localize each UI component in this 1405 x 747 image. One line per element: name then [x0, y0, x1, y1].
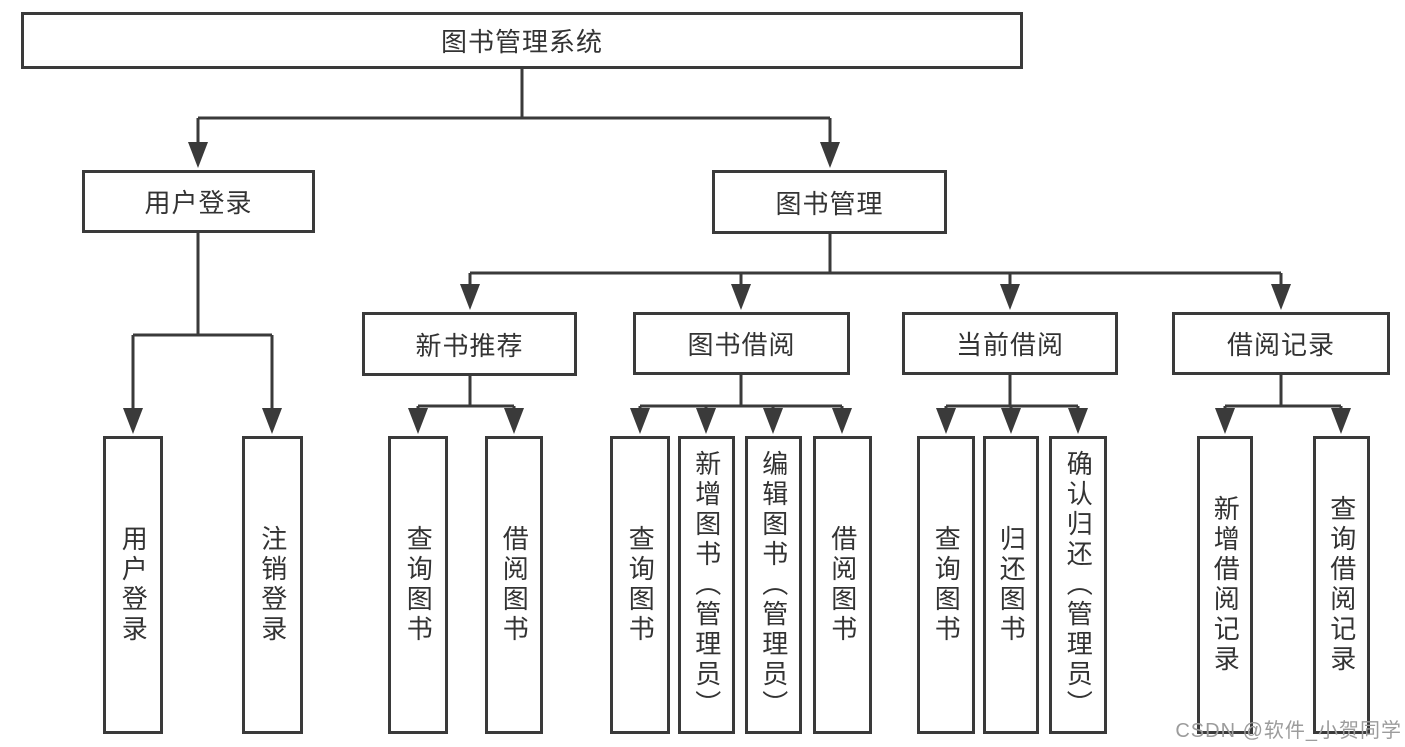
connector-current-borrow: [944, 375, 1080, 410]
leaf-label: 确认归还（管理员）: [1063, 450, 1094, 720]
connector-root: [196, 69, 832, 146]
leaf-label: 查询图书: [403, 525, 434, 645]
connector-new-books: [416, 376, 516, 410]
leaf-edit-book-admin: 编辑图书（管理员）: [745, 436, 802, 734]
arrow-down-icon: [820, 142, 840, 168]
leaf-label: 新增借阅记录: [1210, 495, 1241, 675]
leaf-label: 查询借阅记录: [1326, 495, 1357, 675]
arrowheads: [123, 142, 1351, 434]
leaf-label: 用户登录: [118, 525, 149, 645]
leaf-label: 借阅图书: [499, 525, 530, 645]
arrow-down-icon: [731, 284, 751, 310]
leaf-borrow-books: 借阅图书: [813, 436, 872, 734]
arrow-down-icon: [262, 408, 282, 434]
leaf-query-books: 查询图书: [610, 436, 670, 734]
leaf-add-book-admin: 新增图书（管理员）: [678, 436, 735, 734]
node-new-book-recommend: 新书推荐: [362, 312, 577, 376]
leaf-query-borrow-record: 查询借阅记录: [1313, 436, 1370, 734]
node-book-borrow: 图书借阅: [633, 312, 850, 375]
arrow-down-icon: [1331, 408, 1351, 434]
leaf-label: 注销登录: [257, 525, 288, 645]
arrow-down-icon: [1001, 408, 1021, 434]
leaf-borrow-books: 借阅图书: [485, 436, 543, 734]
node-root: 图书管理系统: [21, 12, 1023, 69]
leaf-query-books: 查询图书: [388, 436, 448, 734]
arrow-down-icon: [408, 408, 428, 434]
leaf-label: 归还图书: [996, 525, 1027, 645]
arrow-down-icon: [123, 408, 143, 434]
arrow-down-icon: [1000, 284, 1020, 310]
arrow-down-icon: [188, 142, 208, 168]
node-current-borrow: 当前借阅: [902, 312, 1118, 375]
leaf-label: 编辑图书（管理员）: [758, 450, 789, 720]
arrow-down-icon: [1215, 408, 1235, 434]
arrow-down-icon: [630, 408, 650, 434]
arrow-down-icon: [832, 408, 852, 434]
leaf-label: 查询图书: [931, 525, 962, 645]
arrow-down-icon: [1271, 284, 1291, 310]
arrow-down-icon: [763, 408, 783, 434]
connector-book-mgmt: [468, 234, 1283, 286]
connector-user-login: [131, 233, 274, 410]
leaf-confirm-return-admin: 确认归还（管理员）: [1049, 436, 1107, 734]
leaf-user-login: 用户登录: [103, 436, 163, 734]
leaf-logout: 注销登录: [242, 436, 303, 734]
leaf-query-books: 查询图书: [917, 436, 975, 734]
arrow-down-icon: [1068, 408, 1088, 434]
connector-book-borrow: [638, 375, 844, 410]
leaf-add-borrow-record: 新增借阅记录: [1197, 436, 1253, 734]
leaf-label: 新增图书（管理员）: [691, 450, 722, 720]
node-book-management: 图书管理: [712, 170, 947, 234]
leaf-label: 借阅图书: [827, 525, 858, 645]
connector-borrow-records: [1223, 375, 1343, 410]
arrow-down-icon: [936, 408, 956, 434]
node-borrow-records: 借阅记录: [1172, 312, 1390, 375]
arrow-down-icon: [504, 408, 524, 434]
leaf-return-book: 归还图书: [983, 436, 1039, 734]
arrow-down-icon: [696, 408, 716, 434]
leaf-label: 查询图书: [625, 525, 656, 645]
csdn-watermark: CSDN @软件_小贺同学: [1175, 720, 1402, 742]
arrow-down-icon: [460, 284, 480, 310]
node-user-login: 用户登录: [82, 170, 315, 233]
